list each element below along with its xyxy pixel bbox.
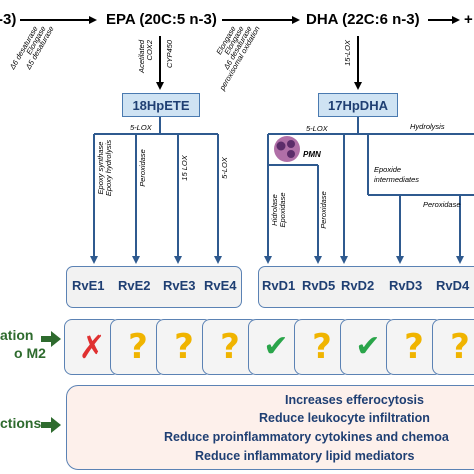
enzyme-epa-cyp450: CYP450 bbox=[165, 39, 174, 68]
label-epa-15lox: 15 LOX bbox=[180, 154, 189, 180]
resolvin-rvd3: RvD3 bbox=[389, 278, 423, 293]
effect-proinflammatory-cytokines: Reduce proinflammatory cytokines and che… bbox=[164, 430, 449, 444]
resolvin-rvd4: RvD4 bbox=[436, 278, 470, 293]
header-dha: DHA (22C:6 n-3) bbox=[306, 11, 420, 28]
header-left-fragment: -3) bbox=[0, 11, 17, 28]
header-right-fragment: + bbox=[464, 11, 473, 28]
label-dha-peroxidase: Peroxidase bbox=[319, 191, 328, 229]
label-epa-5lox: 5-LOX bbox=[130, 123, 153, 132]
intermediate-18hpete: 18HpETE bbox=[122, 93, 200, 117]
polarization-card-rvd4: ? bbox=[432, 319, 474, 375]
intermediate-17hpdha: 17HpDHA bbox=[318, 93, 398, 117]
label-dha-peroxidase-right: Peroxidase bbox=[423, 200, 461, 209]
resolvin-rve1: RvE1 bbox=[72, 278, 105, 293]
label-dha-5lox: 5-LOX bbox=[306, 124, 329, 133]
header-epa: EPA (20C:5 n-3) bbox=[106, 11, 217, 28]
resolvin-d-series-box bbox=[258, 266, 474, 308]
label-epa-5lox-path: 5-LOX bbox=[220, 156, 229, 179]
cross-icon: ✗ bbox=[78, 328, 106, 366]
functions-arrow-icon bbox=[41, 417, 61, 433]
question-icon: ? bbox=[404, 327, 424, 367]
effect-lipid-mediators: Reduce inflammatory lipid mediators bbox=[195, 449, 415, 463]
label-epoxide-2: intermediates bbox=[374, 175, 419, 184]
resolvin-rvd1: RvD1 bbox=[262, 278, 296, 293]
label-epa-epoxy-synthase: Epoxy synthase bbox=[96, 142, 105, 195]
label-epa-epoxy-hydrolysis: Epoxy hydrolysis bbox=[104, 140, 113, 197]
epa-branch-lines bbox=[90, 116, 222, 264]
resolvin-e-series-box bbox=[66, 266, 242, 308]
label-pmn: PMN bbox=[303, 150, 321, 159]
label-epoxide-1: Epoxide bbox=[374, 165, 401, 174]
polarization-label-line1: ation bbox=[0, 327, 34, 343]
resolvin-rve2: RvE2 bbox=[118, 278, 151, 293]
functions-label: ctions bbox=[0, 415, 42, 431]
pmn-cell-icon bbox=[274, 136, 300, 162]
resolvin-rve4: RvE4 bbox=[204, 278, 237, 293]
label-dha-epoxidase: Epoxidase bbox=[278, 192, 287, 227]
question-icon: ? bbox=[450, 327, 470, 367]
question-icon: ? bbox=[312, 327, 332, 367]
resolvin-rvd5: RvD5 bbox=[302, 278, 336, 293]
check-icon: ✔ bbox=[355, 329, 381, 364]
question-icon: ? bbox=[128, 327, 148, 367]
label-dha-hidrolase: Hidrolase bbox=[270, 194, 279, 226]
dha-branch-lines bbox=[264, 116, 474, 264]
effect-efferocytosis: Increases efferocytosis bbox=[285, 393, 424, 407]
question-icon: ? bbox=[220, 327, 240, 367]
polarization-label-line2: o M2 bbox=[14, 345, 46, 361]
functions-box: Increases efferocytosis Reduce leukocyte… bbox=[66, 385, 474, 470]
check-icon: ✔ bbox=[263, 329, 289, 364]
effect-leukocyte-infiltration: Reduce leukocyte infiltration bbox=[259, 411, 430, 425]
polarization-arrow-icon bbox=[41, 331, 61, 347]
resolvin-rve3: RvE3 bbox=[163, 278, 196, 293]
label-epa-peroxidase: Peroxidase bbox=[138, 149, 147, 187]
enzyme-epa-acetilated: Acetilated bbox=[137, 39, 146, 74]
question-icon: ? bbox=[174, 327, 194, 367]
resolvin-rvd2: RvD2 bbox=[341, 278, 375, 293]
enzyme-dha-15lox: 15-LOX bbox=[343, 39, 352, 66]
label-dha-hydrolysis: Hydrolysis bbox=[410, 122, 445, 131]
enzyme-epa-cox2: COX2 bbox=[145, 39, 154, 60]
